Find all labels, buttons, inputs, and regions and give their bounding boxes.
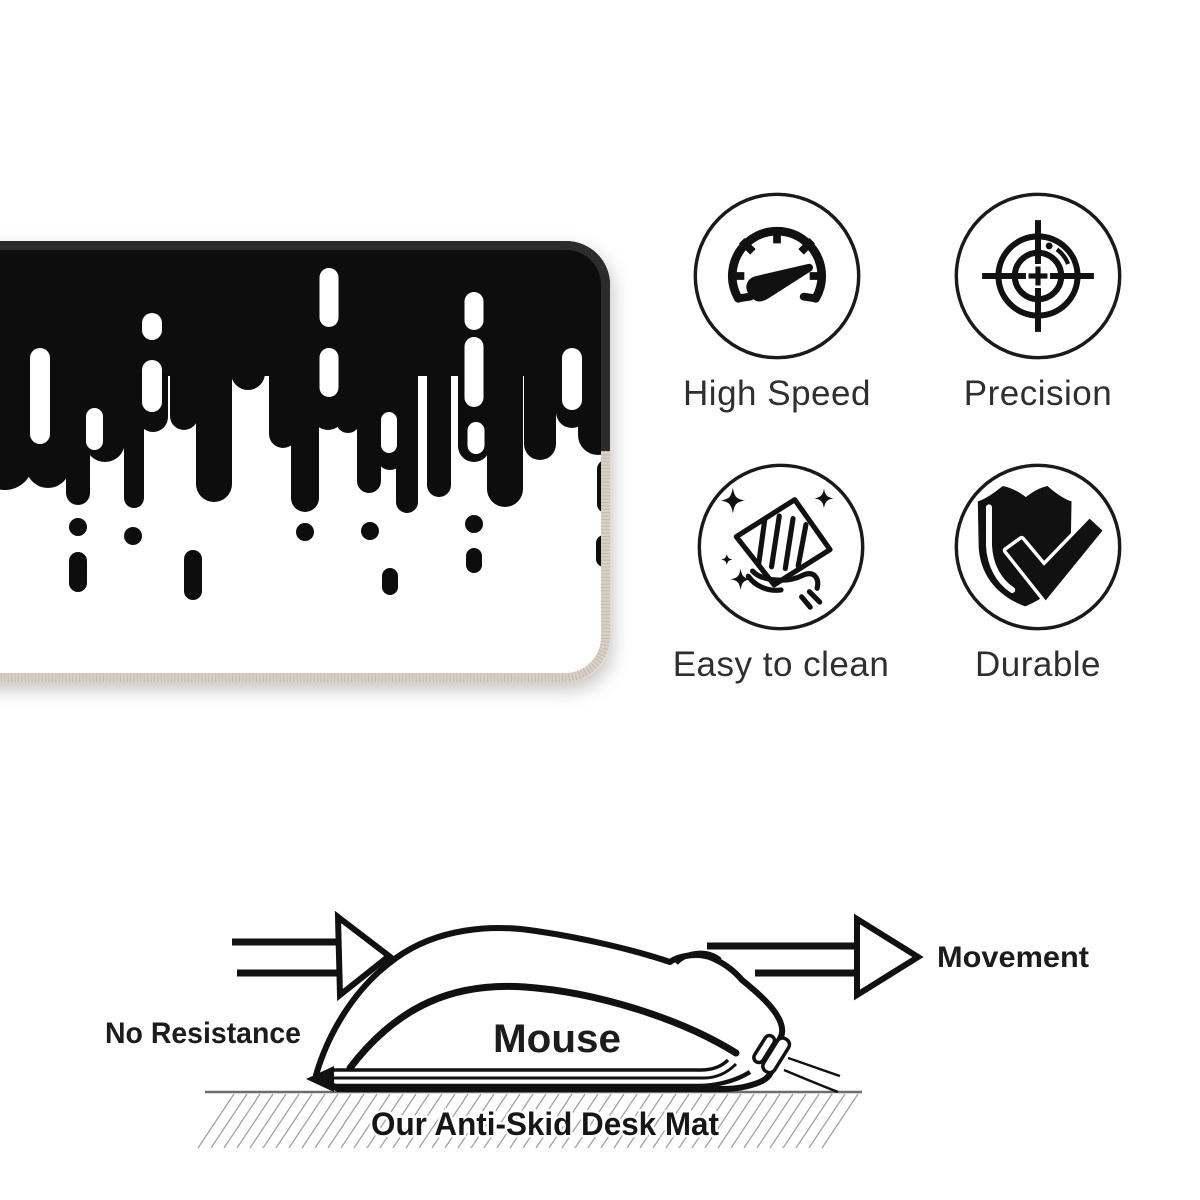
hatch-lines bbox=[197, 1093, 859, 1149]
desk-mat-preview bbox=[0, 241, 610, 682]
feature-easy-to-clean: Easy to clean bbox=[651, 461, 911, 686]
feature-durable: Durable bbox=[908, 461, 1168, 686]
rubber-rim bbox=[0, 241, 610, 451]
mouse-outline bbox=[306, 925, 841, 1094]
movement-arrow-icon bbox=[707, 913, 924, 1001]
feature-label: High Speed bbox=[683, 374, 871, 413]
stitch-threads bbox=[0, 451, 610, 682]
feature-label: Durable bbox=[974, 645, 1102, 684]
surface-label: Our Anti-Skid Desk Mat bbox=[371, 1106, 719, 1142]
feature-label: Easy to clean bbox=[672, 645, 890, 684]
mouse-front-tip bbox=[306, 1066, 334, 1092]
mouse-cable bbox=[783, 1056, 841, 1094]
movement-label: Movement bbox=[937, 941, 1089, 974]
shield-check-icon bbox=[954, 463, 1122, 631]
mouse-label: Mouse bbox=[493, 1017, 621, 1061]
speedometer-icon bbox=[693, 192, 861, 360]
desk-mat-graphic bbox=[0, 241, 610, 682]
drip-pattern bbox=[0, 241, 610, 600]
cable-connector bbox=[752, 1033, 792, 1075]
feature-high-speed: High Speed bbox=[647, 190, 907, 415]
sparkles bbox=[720, 487, 834, 590]
checkmark bbox=[1002, 515, 1106, 604]
no-resistance-arrow-icon bbox=[232, 910, 394, 1002]
no-resistance-label: No Resistance bbox=[105, 1017, 301, 1050]
crosshair-target-icon bbox=[954, 192, 1122, 360]
mouse-movement-diagram: No Resistance Movement Mouse Our Anti-Sk… bbox=[105, 910, 1089, 1149]
wipe-clean-icon bbox=[697, 463, 865, 631]
feature-precision: Precision bbox=[908, 190, 1168, 415]
feature-label: Precision bbox=[963, 374, 1113, 413]
drip-holes bbox=[30, 268, 582, 454]
